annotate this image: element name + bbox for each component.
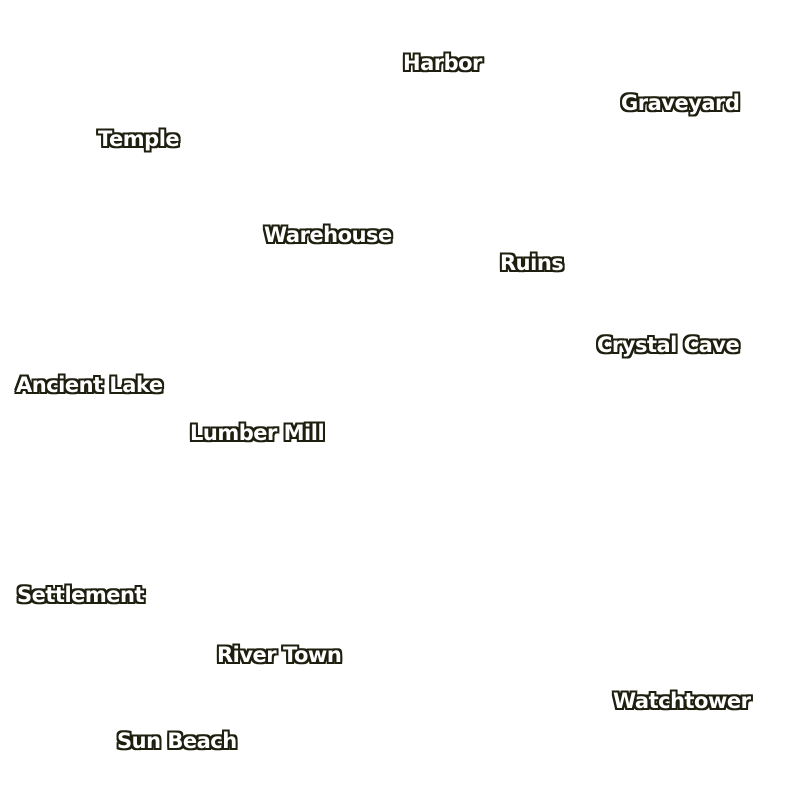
place-label-warehouse[interactable]: Warehouse	[264, 223, 392, 247]
place-label-settlement[interactable]: Settlement	[17, 583, 145, 607]
place-label-harbor[interactable]: Harbor	[403, 51, 482, 75]
place-label-ruins[interactable]: Ruins	[500, 251, 564, 275]
place-label-crystal-cave[interactable]: Crystal Cave	[597, 333, 740, 357]
place-label-graveyard[interactable]: Graveyard	[621, 91, 740, 115]
place-label-temple[interactable]: Temple	[98, 127, 180, 151]
place-label-watchtower[interactable]: Watchtower	[613, 689, 751, 713]
place-label-ancient-lake[interactable]: Ancient Lake	[16, 373, 163, 397]
place-label-river-town[interactable]: River Town	[217, 643, 342, 667]
place-label-sun-beach[interactable]: Sun Beach	[117, 729, 237, 753]
place-label-lumber-mill[interactable]: Lumber Mill	[190, 421, 325, 445]
